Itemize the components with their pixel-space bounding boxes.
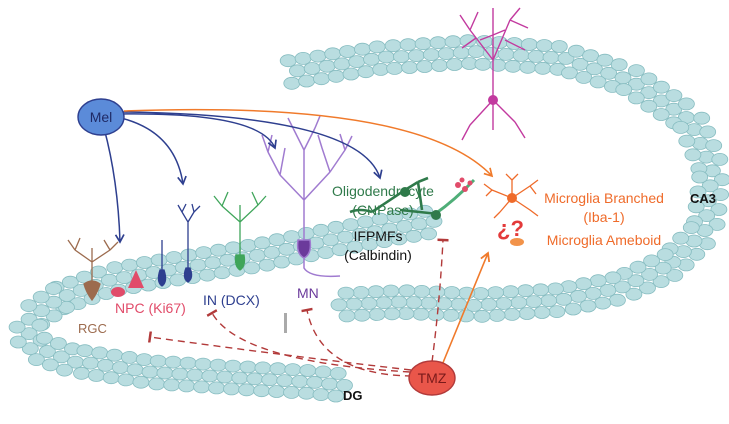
in-cells <box>157 203 201 287</box>
ifpmf-marker: (Calbindin) <box>344 247 412 263</box>
tmz-microglia-arrow <box>439 251 491 371</box>
rgc-cell <box>67 237 119 302</box>
ifpmf-label: IFPMFs <box>354 228 403 244</box>
mel-label: Mel <box>90 109 113 125</box>
ca3-upper-band <box>279 34 729 272</box>
microglia-branched-cell <box>483 173 539 219</box>
mel-microglia-arrow <box>123 108 494 178</box>
dg-lower-blade <box>8 282 353 403</box>
granule-neuron-green <box>213 191 267 271</box>
tmz-inhibitions <box>148 238 449 377</box>
microglia-ameboid-cell <box>510 238 524 246</box>
pyramidal-neuron <box>459 7 529 141</box>
ca3-lower-band <box>330 248 684 323</box>
oligodendrocyte-cell <box>349 176 439 216</box>
dg-label: DG <box>343 388 363 403</box>
question-mark: ¿? <box>497 216 524 241</box>
microglia-marker: (Iba-1) <box>583 209 624 225</box>
in-label: IN (DCX) <box>203 292 260 308</box>
rgc-label: RGC <box>78 321 107 336</box>
npc-cells <box>111 270 144 297</box>
microglia-branched-label: Microglia Branched <box>544 190 664 206</box>
cell-layers <box>8 34 729 403</box>
tmz-node: TMZ <box>408 360 456 396</box>
microglia-ameboid-label: Microglia Ameboid <box>547 232 661 248</box>
oligodendrocyte-label: Oligodendrocyte <box>332 183 434 199</box>
ca3-label: CA3 <box>690 191 716 206</box>
npc-label: NPC (Ki67) <box>115 300 186 316</box>
oligodendrocyte-marker: (CNPase) <box>352 202 413 218</box>
mn-label: MN <box>297 285 319 301</box>
tmz-label: TMZ <box>418 370 447 386</box>
mel-arrows <box>103 111 383 244</box>
ifpmf-fiber <box>431 177 476 220</box>
mel-node: Mel <box>77 98 125 136</box>
divider-mark <box>284 313 287 333</box>
